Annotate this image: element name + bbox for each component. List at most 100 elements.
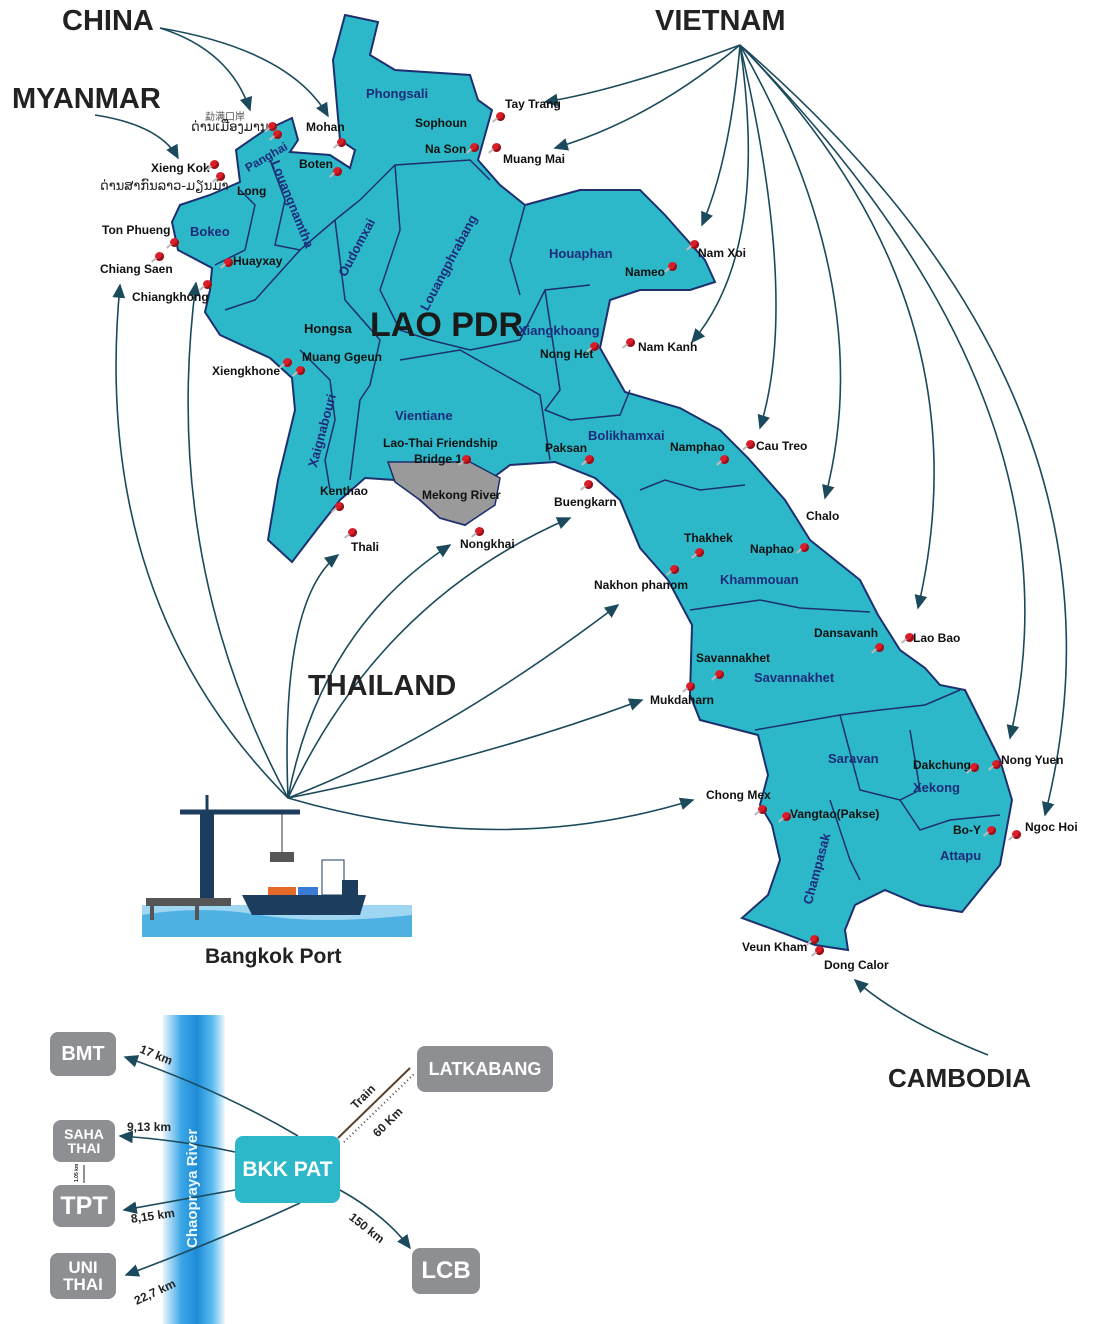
province-phongsali: Phongsali	[366, 86, 429, 101]
pin-icon	[670, 565, 679, 574]
pin-icon	[585, 455, 594, 464]
crossing-label: Mekong River	[422, 488, 501, 502]
mohan-lao-label: ດ່ານເມືອງມານ	[191, 120, 269, 135]
pin-icon	[810, 935, 819, 944]
pin-icon	[268, 122, 277, 131]
crossing-label: Nakhon phanom	[594, 578, 689, 592]
pin-icon	[992, 760, 1001, 769]
crossing-label: Thakhek	[684, 531, 733, 545]
crossing-label: Tay Trang	[505, 97, 561, 111]
pin-icon	[668, 262, 677, 271]
crossing-label: Ngoc Hoi	[1025, 820, 1078, 834]
pin-icon	[470, 143, 479, 152]
port-illustration	[142, 795, 412, 937]
pin-icon	[686, 682, 695, 691]
crossing-label: Mukdaharn	[650, 693, 715, 707]
crossing-label: Bridge 1	[414, 452, 463, 466]
pin-icon	[970, 763, 979, 772]
pin-icon	[590, 342, 599, 351]
country-vietnam: VIETNAM	[655, 5, 786, 37]
pin-icon	[905, 633, 914, 642]
mohan-chinese-label: 勐满口岸	[205, 112, 245, 123]
crossing-label: Lao Bao	[913, 631, 961, 645]
terminal-lcb[interactable]: LCB	[412, 1248, 480, 1294]
crossing-label: Kenthao	[320, 484, 368, 498]
province-bolikhamxai: Bolikhamxai	[588, 428, 665, 443]
crossing-label: Chalo	[806, 509, 840, 523]
crossing-label: Na Son	[425, 142, 467, 156]
crossing-label: Namphao	[670, 440, 725, 454]
crossing-label: Thali	[351, 540, 380, 554]
crossing-label: Naphao	[750, 542, 795, 556]
train-track	[337, 1067, 415, 1143]
pin-icon	[815, 946, 824, 955]
crossing-label: Nam Xoi	[698, 246, 747, 260]
pin-icon	[170, 238, 179, 247]
hub-bkk-pat[interactable]: BKK PAT	[235, 1136, 340, 1203]
terminal-latkabang[interactable]: LATKABANG	[417, 1046, 553, 1092]
crossing-label: Veun Kham	[742, 940, 808, 954]
pin-icon	[337, 138, 346, 147]
pin-icon	[155, 252, 164, 261]
pin-icon	[203, 280, 212, 289]
terminal-saha-thai-label: SAHA THAI	[64, 1126, 104, 1156]
crossing-label: Mohan	[306, 120, 345, 134]
pin-icon	[695, 548, 704, 557]
province-xiangkhoang: Xiangkhoang	[518, 323, 600, 338]
crossing-label: Nam Kanh	[638, 340, 698, 354]
chaopraya-river-label: Chaopraya River	[184, 1128, 201, 1248]
crossing-label: Vangtao(Pakse)	[790, 807, 880, 821]
terminal-bmt[interactable]: BMT	[50, 1032, 116, 1076]
province-hongsa: Hongsa	[304, 321, 352, 336]
pin-icon	[987, 826, 996, 835]
pin-icon	[782, 812, 791, 821]
pin-icon	[216, 172, 225, 181]
province-khammouan: Khammouan	[720, 572, 799, 587]
laos-territory	[170, 13, 1014, 952]
province-xekong: Xekong	[913, 780, 960, 795]
province-borders	[214, 159, 1001, 881]
route-arrows	[94, 27, 1068, 1056]
country-china: CHINA	[62, 5, 154, 37]
province-vientiane: Vientiane	[395, 408, 453, 423]
pin-icon	[690, 240, 699, 249]
pin-icon	[462, 455, 471, 464]
crossing-label: Muang Ggeun	[302, 350, 382, 364]
pin-icon	[333, 167, 342, 176]
province-bokeo: Bokeo	[190, 224, 230, 239]
pin-icon	[348, 528, 357, 537]
bangkok-port-label: Bangkok Port	[205, 945, 342, 968]
crossing-label: Ton Phueng	[102, 223, 171, 237]
pin-icon	[715, 670, 724, 679]
crossing-label: Bo-Y	[953, 823, 981, 837]
crossing-label: Lao-Thai Friendship	[383, 436, 498, 450]
pin-icon	[800, 543, 809, 552]
crossing-label: Paksan	[545, 441, 588, 455]
pin-icon	[492, 143, 501, 152]
terminal-tpt[interactable]: TPT	[53, 1185, 115, 1227]
country-laos: LAO PDR	[370, 306, 523, 344]
crossing-label: Muang Mai	[503, 152, 565, 166]
crossing-label: Nong Yuen	[1001, 753, 1064, 767]
crossing-label: Huayxay	[233, 254, 283, 268]
pin-icon	[1012, 830, 1021, 839]
pin-icon	[584, 480, 593, 489]
terminal-uni-thai[interactable]: UNI THAI	[50, 1253, 116, 1299]
province-savannakhet: Savannakhet	[754, 670, 835, 685]
pin-icon	[224, 258, 233, 267]
terminal-uni-thai-label: UNI THAI	[63, 1258, 103, 1294]
terminal-saha-thai[interactable]: SAHA THAI	[53, 1120, 115, 1162]
crossing-label: Nongkhai	[460, 537, 515, 551]
crossing-label: Sophoun	[415, 116, 467, 130]
crossing-label: Dakchung	[913, 758, 972, 772]
pin-icon	[746, 440, 755, 449]
pin-icon	[210, 160, 219, 169]
crossing-label: Chong Mex	[706, 788, 771, 802]
crossing-label: Boten	[299, 157, 333, 171]
crossing-label: Savannakhet	[696, 651, 771, 665]
xiengkok-lao-label: ດ່ານສາກົນລາວ-ມຽນມ່າ	[100, 179, 229, 194]
pin-icon	[335, 502, 344, 511]
pin-icon	[283, 358, 292, 367]
distance-saha: 9,13 km	[127, 1120, 172, 1134]
country-cambodia: CAMBODIA	[888, 1063, 1031, 1093]
